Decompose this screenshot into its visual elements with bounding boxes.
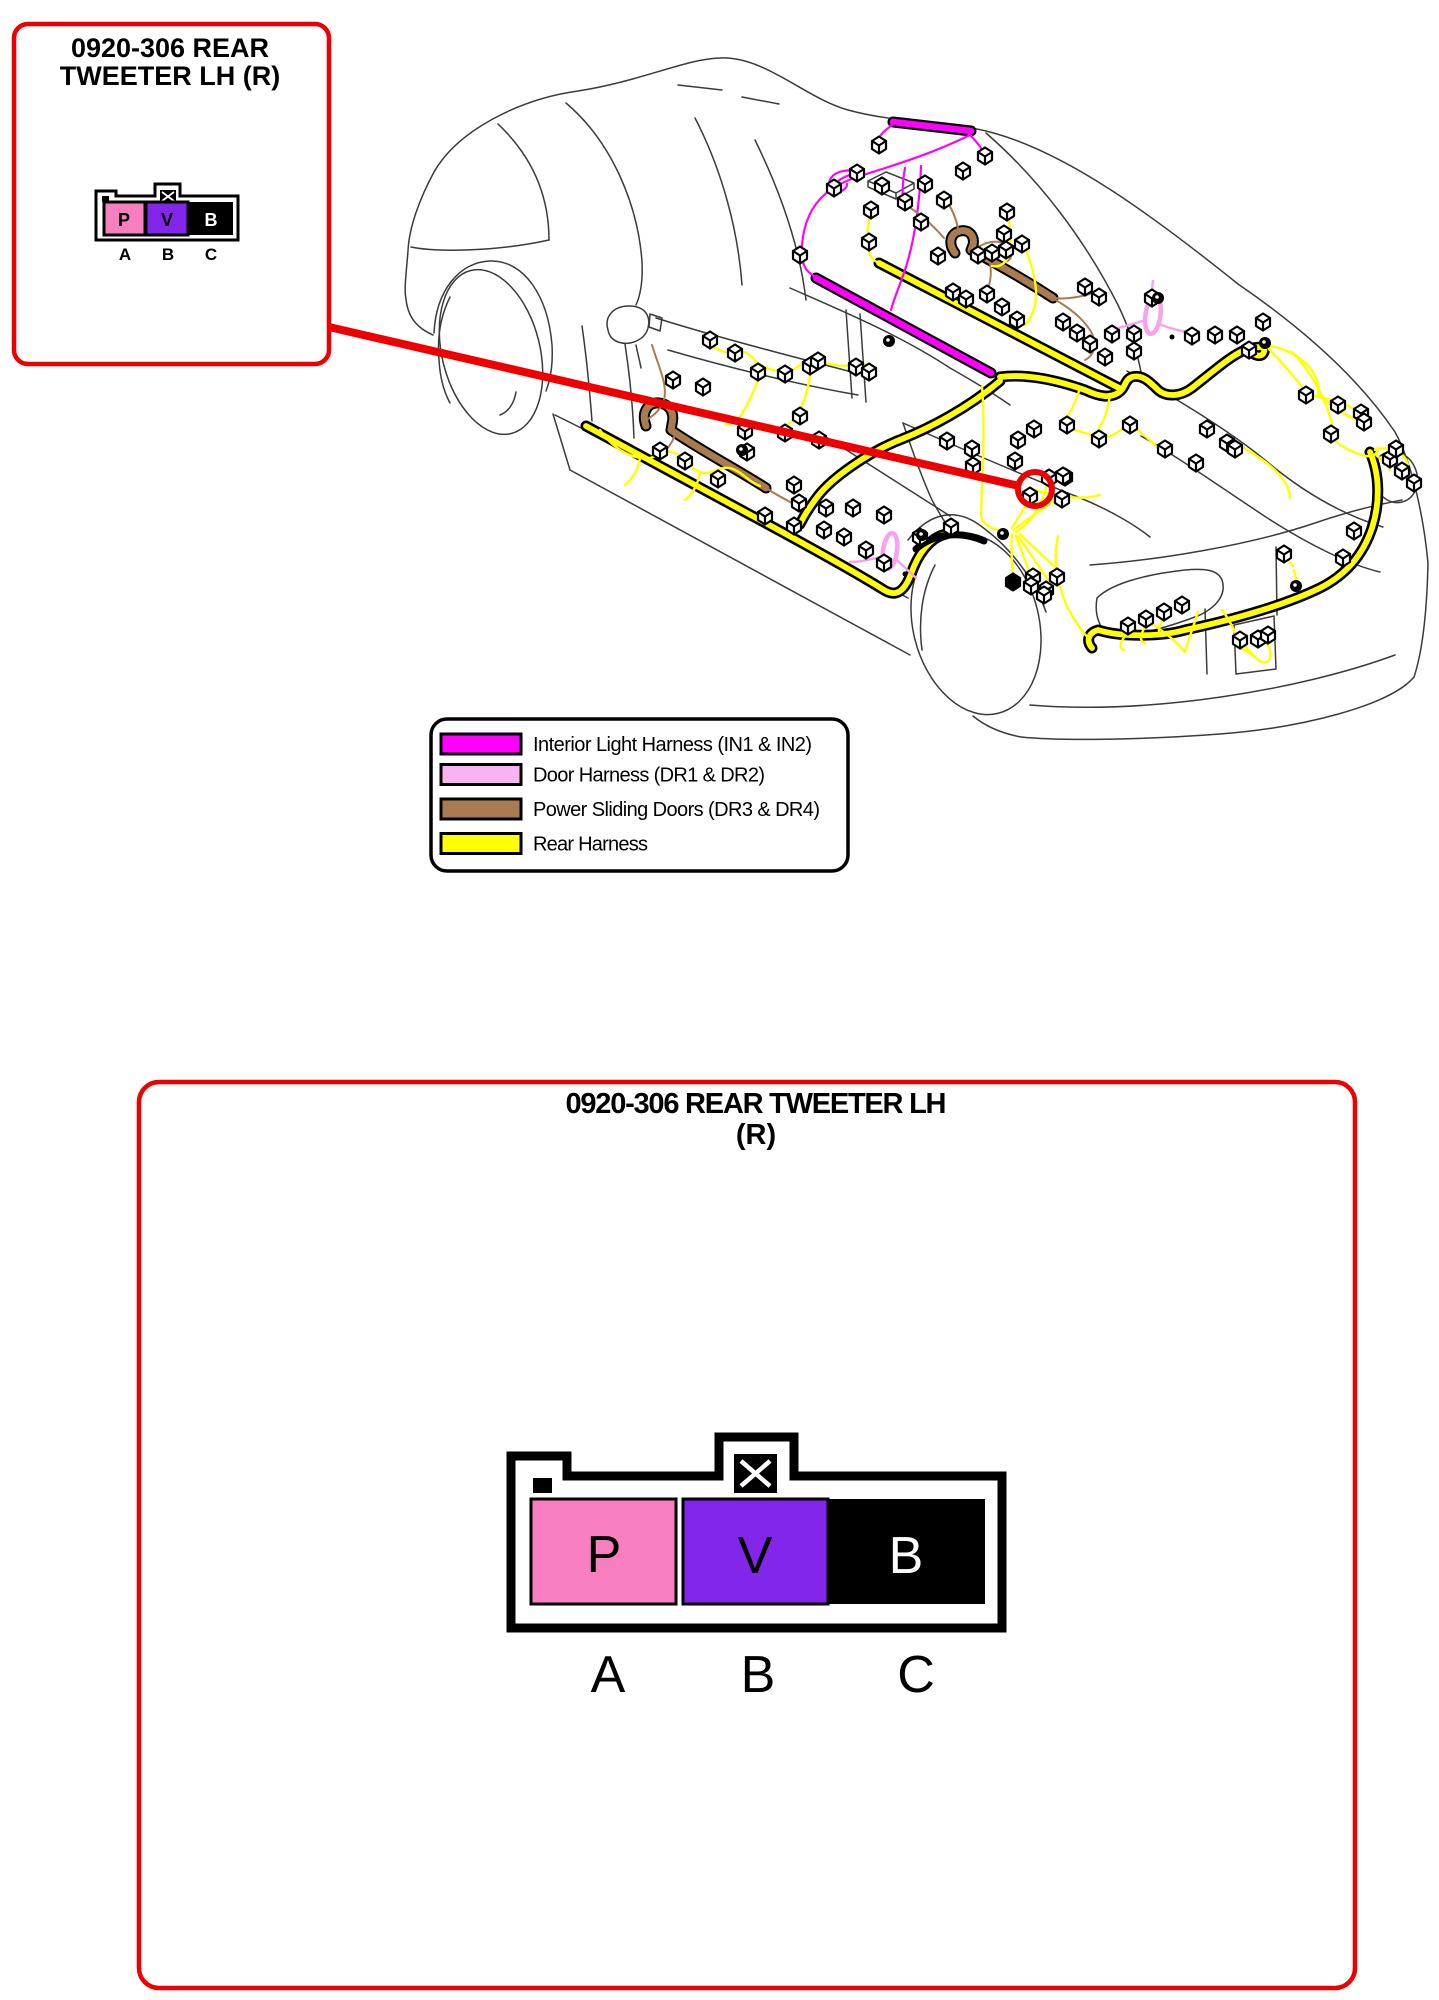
svg-text:B: B bbox=[741, 1646, 776, 1704]
svg-text:P: P bbox=[118, 210, 130, 230]
svg-text:B: B bbox=[205, 210, 218, 230]
svg-text:P: P bbox=[587, 1526, 622, 1584]
svg-text:TWEETER LH (R): TWEETER LH (R) bbox=[60, 61, 280, 91]
svg-text:Rear Harness: Rear Harness bbox=[533, 834, 648, 856]
svg-text:C: C bbox=[205, 245, 217, 264]
svg-text:Interior Light Harness (IN1 &: Interior Light Harness (IN1 & IN2) bbox=[533, 734, 812, 756]
svg-text:V: V bbox=[161, 210, 173, 230]
svg-text:A: A bbox=[591, 1646, 626, 1704]
svg-text:0920-306 REAR: 0920-306 REAR bbox=[71, 33, 269, 63]
svg-text:Power Sliding Doors (DR3 & DR4: Power Sliding Doors (DR3 & DR4) bbox=[533, 799, 820, 821]
svg-text:V: V bbox=[738, 1527, 773, 1585]
svg-text:C: C bbox=[897, 1646, 935, 1704]
svg-text:B: B bbox=[889, 1527, 924, 1585]
svg-text:Door Harness (DR1 & DR2): Door Harness (DR1 & DR2) bbox=[533, 765, 765, 787]
svg-text:(R): (R) bbox=[736, 1119, 776, 1151]
svg-text:A: A bbox=[119, 245, 131, 264]
svg-text:B: B bbox=[162, 245, 174, 264]
svg-text:0920-306 REAR TWEETER LH: 0920-306 REAR TWEETER LH bbox=[566, 1088, 947, 1120]
